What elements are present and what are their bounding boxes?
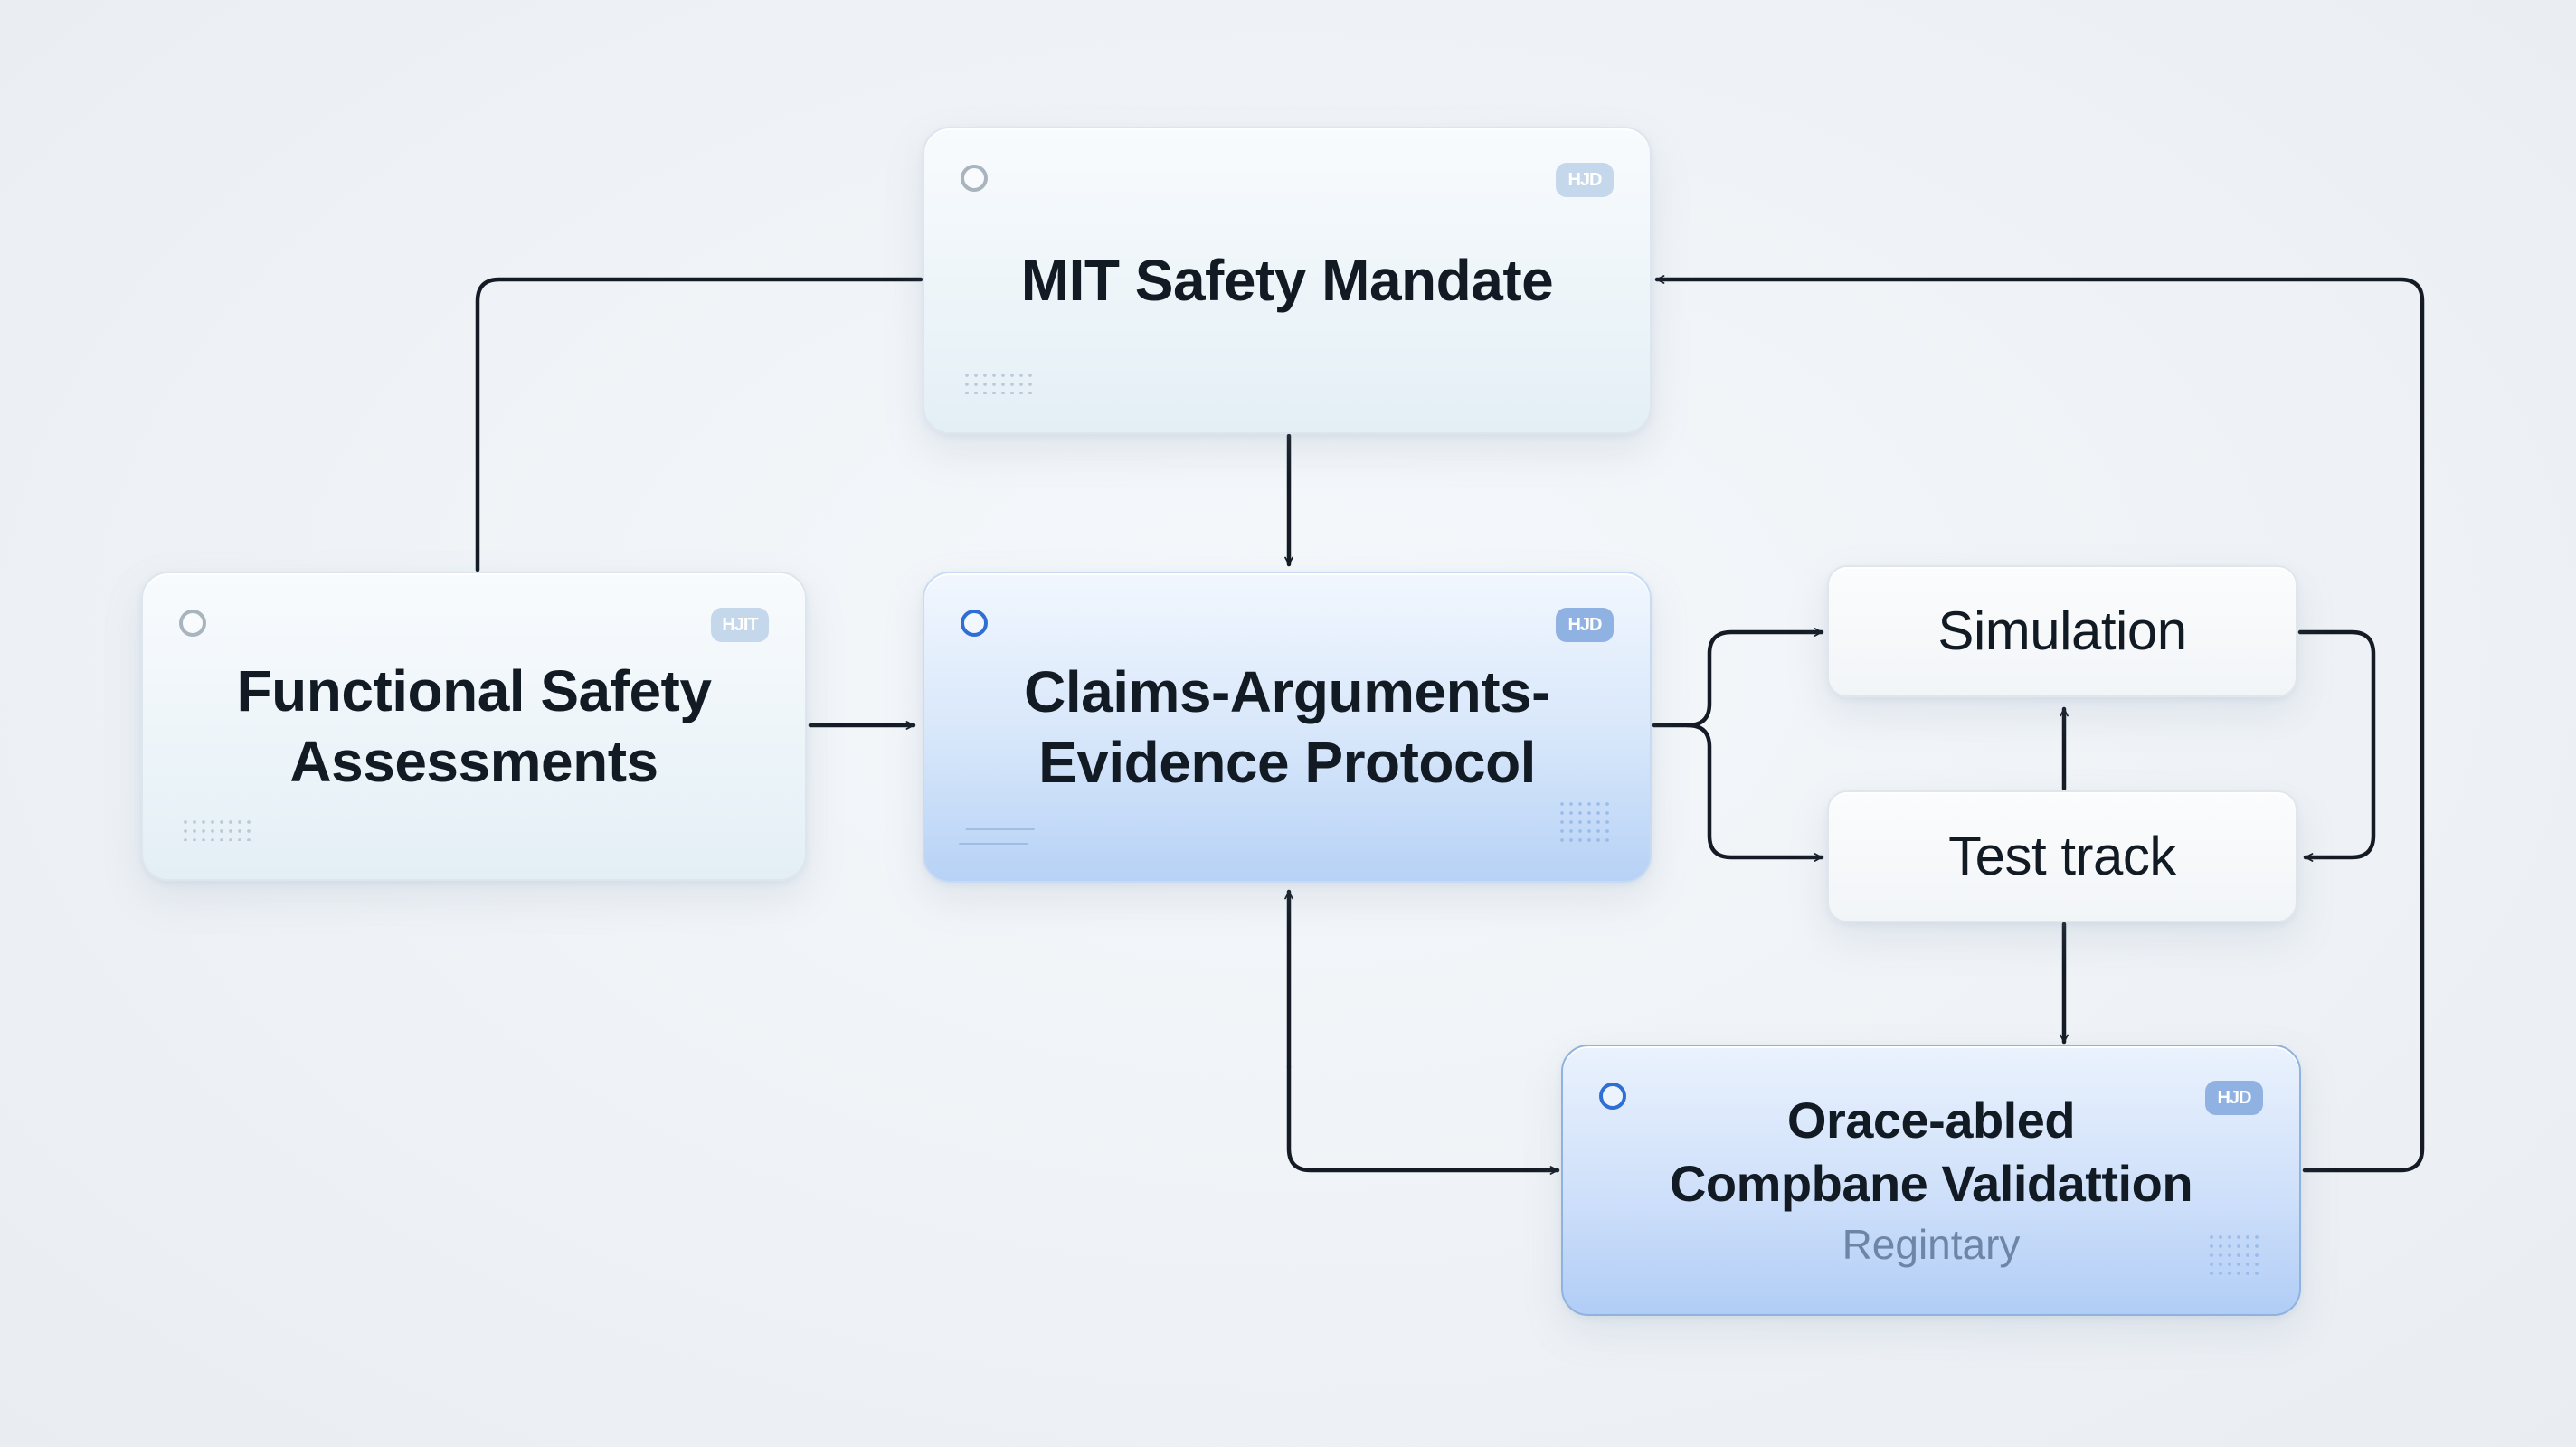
edge-cae-to-simulation bbox=[1651, 628, 1824, 728]
node-functional-safety-assessments[interactable]: HJIT Functional Safety Assessments bbox=[141, 572, 807, 881]
node-simulation[interactable]: Simulation bbox=[1827, 565, 2297, 697]
status-ring-icon bbox=[961, 165, 988, 192]
node-oracle-validation[interactable]: HJD Orace-abled Compbane Validattion Reg… bbox=[1561, 1045, 2301, 1316]
hud-badge: HJD bbox=[2205, 1081, 2263, 1115]
node-title: Test track bbox=[1948, 826, 2176, 886]
hud-badge: HJD bbox=[1556, 163, 1614, 197]
stripe-glyph-icon bbox=[958, 828, 1036, 845]
node-title: Simulation bbox=[1937, 601, 2187, 661]
edge-simulation-to-testtrack bbox=[2297, 629, 2376, 862]
hud-badge: HJD bbox=[1556, 608, 1614, 642]
node-title: Functional Safety Assessments bbox=[236, 658, 712, 794]
edge-cae-to-testtrack bbox=[1685, 723, 1824, 862]
node-title: Claims-Arguments- Evidence Protocol bbox=[1024, 659, 1550, 795]
node-mit-safety-mandate[interactable]: HJD MIT Safety Mandate bbox=[923, 127, 1652, 434]
node-title: MIT Safety Mandate bbox=[1020, 248, 1554, 313]
status-ring-icon bbox=[179, 610, 206, 637]
node-title: Orace-abled Compbane Validattion bbox=[1669, 1092, 2193, 1212]
dot-grid-icon bbox=[181, 818, 253, 841]
status-ring-icon bbox=[961, 610, 988, 637]
node-test-track[interactable]: Test track bbox=[1827, 790, 2297, 922]
node-subtitle: Regintary bbox=[1842, 1221, 2021, 1268]
edge-cae-to-oracle bbox=[1286, 1064, 1560, 1175]
node-claims-arguments-evidence-protocol[interactable]: HJD Claims-Arguments- Evidence Protocol bbox=[923, 572, 1652, 883]
edge-oracle-to-mandate bbox=[1654, 275, 2425, 1173]
hud-badge: HJIT bbox=[711, 608, 769, 642]
dot-grid-icon bbox=[1558, 799, 1612, 845]
edge-mandate-to-functional bbox=[475, 277, 923, 572]
status-ring-icon bbox=[1599, 1083, 1626, 1110]
dot-grid-icon bbox=[962, 371, 1035, 394]
dot-grid-icon bbox=[2207, 1233, 2261, 1278]
